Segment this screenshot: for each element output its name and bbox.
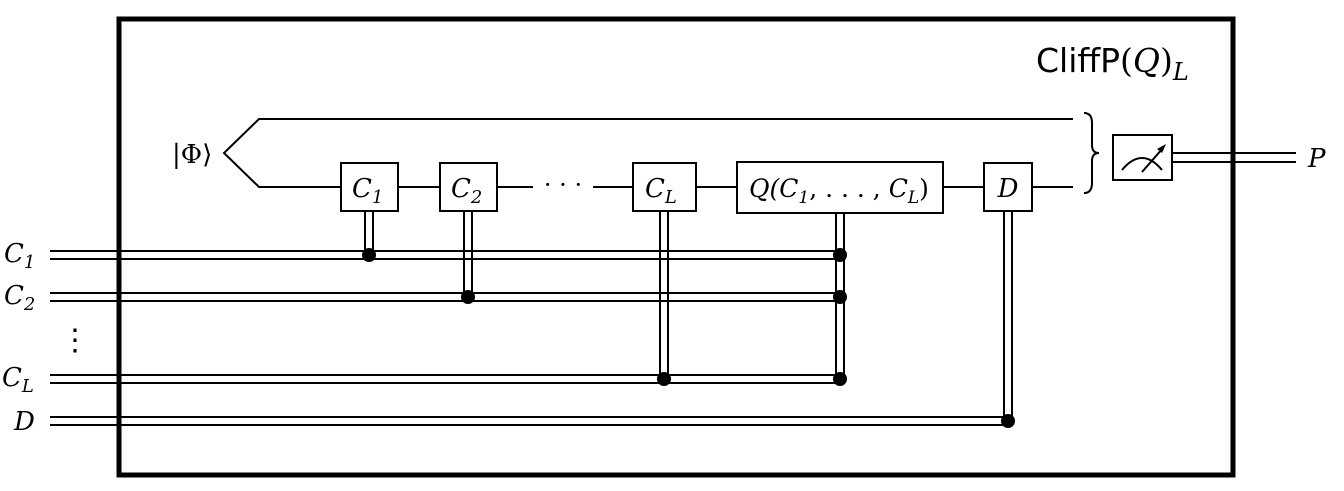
input-cl-sub: L: [21, 376, 34, 397]
control-line-cl: [659, 211, 669, 379]
control-dot: [362, 248, 376, 262]
gate-c2-label: C2: [451, 174, 482, 208]
gate-c2-main: C: [451, 174, 471, 204]
gate-d: [983, 162, 1033, 212]
gate-c1-main: C: [352, 174, 372, 204]
box-title-main: CliffP: [1036, 41, 1120, 80]
control-line-c2: [463, 211, 473, 297]
input-cl-main: C: [2, 363, 22, 393]
gate-c2-sub: 2: [470, 187, 482, 208]
measurement-meter-icon: [1112, 134, 1173, 181]
qubit-register-chevron: [222, 118, 1073, 188]
cliffp-box: [116, 16, 1236, 478]
input-label-c2: C2: [4, 281, 35, 315]
input-label-d: D: [13, 407, 35, 437]
gate-ellipsis: · · ·: [544, 171, 582, 199]
box-title: CliffP(Q)L: [1036, 41, 1189, 86]
control-dot: [833, 372, 847, 386]
output-label: P: [1307, 144, 1326, 174]
gate-q-s2: 1: [798, 188, 809, 208]
box-title-arg: Q: [1133, 41, 1160, 80]
control-line-d: [1003, 211, 1013, 421]
input-c2-main: C: [4, 281, 24, 311]
gate-q-t1: Q(: [749, 174, 780, 203]
input-c1-main: C: [4, 239, 24, 269]
control-line-c1: [364, 211, 374, 255]
gate-q-label: Q(C1, . . . , CL): [749, 174, 929, 208]
input-c2-sub: 2: [23, 294, 35, 315]
box-title-open: (: [1120, 41, 1133, 80]
gate-c1-sub: 1: [372, 187, 383, 208]
control-dot: [833, 290, 847, 304]
right-brace-icon: [1083, 112, 1100, 194]
gate-q: [736, 161, 944, 214]
gate-d-label: D: [997, 174, 1019, 204]
input-c1-sub: 1: [24, 252, 35, 273]
control-dot: [833, 248, 847, 262]
gate-cl: [632, 162, 697, 212]
input-label-cl: CL: [2, 363, 34, 397]
gate-c1-label: C1: [352, 174, 383, 208]
gate-cl-main: C: [645, 174, 665, 204]
gate-q-t4: C: [889, 174, 908, 203]
control-dot: [1001, 414, 1015, 428]
control-dot: [461, 290, 475, 304]
gate-q-t2: C: [779, 174, 798, 203]
gate-cl-label: CL: [645, 174, 677, 208]
gate-c1: [340, 162, 399, 212]
gate-c2: [439, 162, 498, 212]
classical-wire-c2: [50, 292, 840, 302]
gate-q-t5: ): [919, 174, 929, 203]
gate-q-t3: , . . . ,: [809, 174, 888, 203]
classical-wire-d: [50, 416, 1008, 426]
box-title-sub: L: [1172, 58, 1189, 86]
control-dot: [657, 372, 671, 386]
state-label: |Φ⟩: [172, 140, 212, 170]
classical-wire-c1: [50, 250, 840, 260]
input-label-c1: C1: [4, 239, 35, 273]
gate-q-s4: L: [907, 188, 919, 208]
box-title-close: ): [1160, 41, 1173, 80]
classical-wire-cl: [50, 374, 840, 384]
input-vdots: ⋮: [60, 323, 90, 358]
gate-cl-sub: L: [664, 187, 677, 208]
output-classical-wire: [1172, 152, 1296, 163]
